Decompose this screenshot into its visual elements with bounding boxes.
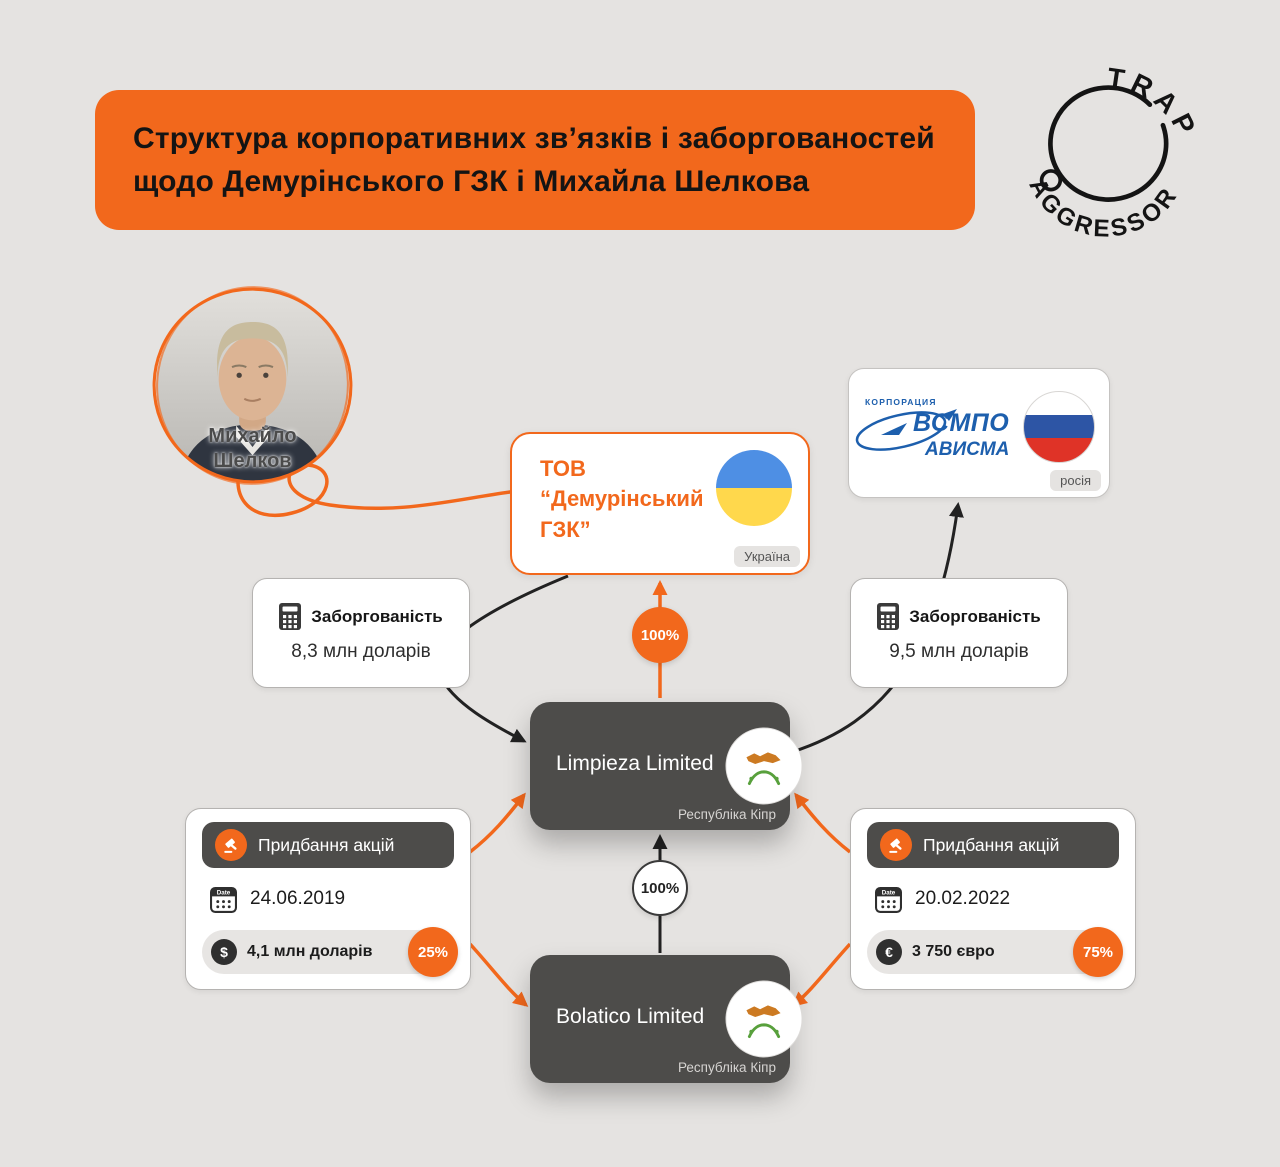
debt-amount: 9,5 млн доларів [889, 641, 1029, 662]
purchase-header-label: Придбання акцій [923, 834, 1060, 855]
purchase-date: 20.02.2022 [915, 888, 1011, 909]
cyprus-flag-icon [725, 727, 803, 805]
person-name-line2: Шелков [213, 450, 292, 472]
purchase-date: 24.06.2019 [250, 888, 346, 909]
link-purchase-right-to-limpieza [794, 792, 852, 854]
bolatico-name: Bolatico Limited [556, 1005, 705, 1028]
svg-text:Date: Date [882, 889, 896, 896]
company-card-limpieza: Limpieza Limited Республіка Кіпр [530, 702, 803, 830]
ukraine-flag-icon [716, 450, 792, 526]
debt-amount: 8,3 млн доларів [291, 641, 431, 662]
tov-name: ТОВ “Демурінський ГЗК” [540, 456, 704, 542]
page-title: Структура корпоративних зв’язків і забор… [95, 90, 975, 230]
euro-icon: € [876, 939, 902, 965]
gavel-icon [215, 829, 247, 861]
country-tag-ukraine: Україна [734, 546, 800, 567]
gavel-icon [880, 829, 912, 861]
share-percent-badge: 75% [1073, 927, 1123, 977]
russia-flag-icon [1023, 391, 1095, 463]
calculator-icon [279, 603, 302, 630]
purchase-amount: 4,1 млн доларів [247, 943, 373, 960]
link-purchase-left-to-bolatico [468, 942, 529, 1007]
debt-card-right: Заборгованість 9,5 млн доларів [850, 578, 1068, 688]
calculator-icon [877, 603, 900, 630]
purchase-date-row: Date 24.06.2019 [202, 886, 454, 913]
link-purchase-right-to-bolatico [791, 942, 852, 1007]
person-photo: Михайло Шелков [150, 283, 355, 488]
vsmpo-sub-label: АВИСМА [925, 439, 1010, 460]
page-title-line2: щодо Демурінського ГЗК і Михайла Шелкова [133, 165, 810, 198]
purchase-date-row: Date 20.02.2022 [867, 886, 1119, 913]
avatar-orange-ring [152, 287, 353, 484]
company-card-bolatico: Bolatico Limited Республіка Кіпр [530, 955, 803, 1083]
link-purchase-left-to-limpieza [468, 792, 526, 854]
purchase-card-left: Придбання акцій Date 24.06.2019 $ 4,1 мл… [185, 808, 471, 990]
company-card-vsmpo-avisma: КОРПОРАЦИЯ ВСМПО АВИСМА росія [848, 368, 1110, 498]
purchase-header: Придбання акцій [867, 822, 1119, 868]
purchase-card-right: Придбання акцій Date 20.02.2022 € 3 750 … [850, 808, 1136, 990]
logo-text-top: TRAP [1105, 62, 1204, 144]
person-name: Михайло Шелков [150, 424, 355, 474]
share-percent-badge: 25% [408, 927, 458, 977]
vsmpo-swoosh-icon [855, 409, 957, 451]
debt-label: Заборгованість [311, 606, 443, 626]
vsmpo-small-label: КОРПОРАЦИЯ [865, 397, 937, 407]
purchase-amount-pill: $ 4,1 млн доларів 25% [202, 927, 458, 977]
calendar-icon: Date [875, 886, 902, 913]
purchase-amount: 3 750 євро [912, 943, 995, 960]
cyprus-flag-icon [725, 980, 803, 1058]
calendar-icon: Date [210, 886, 237, 913]
svg-text:Date: Date [217, 889, 231, 896]
page-title-line1: Структура корпоративних зв’язків і забор… [133, 121, 935, 155]
country-tag-russia: росія [1050, 470, 1101, 491]
purchase-header: Придбання акцій [202, 822, 454, 868]
vsmpo-avisma-logo: КОРПОРАЦИЯ ВСМПО АВИСМА [855, 393, 1033, 473]
ownership-badge-bolatico-limpieza: 100% [632, 860, 688, 916]
purchase-amount-pill: € 3 750 євро 75% [867, 927, 1123, 977]
ownership-badge-limpieza-tov: 100% [632, 607, 688, 663]
debt-card-left: Заборгованість 8,3 млн доларів [252, 578, 470, 688]
logo-text-bottom: AGGRESSOR [1023, 174, 1183, 243]
trap-aggressor-logo: TRAP AGGRESSOR [1023, 62, 1204, 243]
logo-loop [1039, 169, 1063, 192]
company-card-tov-demurinskyi: ТОВ “Демурінський ГЗК” Україна [510, 432, 810, 575]
vsmpo-big-label: ВСМПО [913, 409, 1010, 437]
limpieza-country: Республіка Кіпр [677, 807, 776, 822]
debt-label: Заборгованість [909, 606, 1041, 626]
avatar-orange-ring-sketch [156, 286, 349, 485]
dollar-icon: $ [211, 939, 237, 965]
bolatico-country: Республіка Кіпр [677, 1060, 776, 1075]
person-name-line1: Михайло [208, 425, 297, 447]
purchase-header-label: Придбання акцій [258, 834, 395, 855]
person-portrait-image [152, 286, 353, 485]
limpieza-name: Limpieza Limited [556, 752, 714, 775]
